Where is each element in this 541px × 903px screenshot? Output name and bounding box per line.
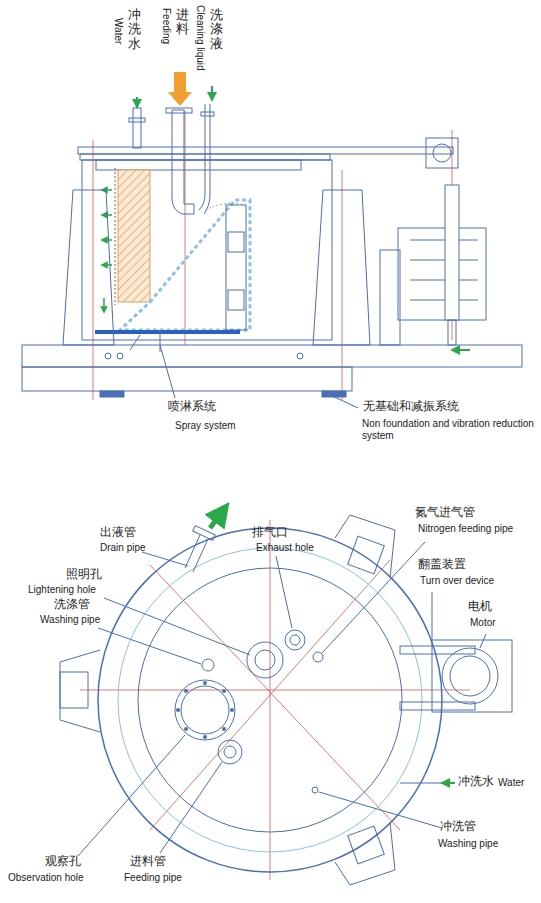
cjk-column: 进料: [176, 8, 189, 37]
part-label: Drain pipe: [100, 542, 146, 554]
part-label: Spray system: [175, 420, 236, 432]
part-label: Observation hole: [8, 872, 84, 884]
part-label: 电机: [468, 600, 492, 614]
part-label: Exhaust hole: [256, 542, 314, 554]
english-rotated: Water: [113, 18, 125, 44]
english-rotated: Cleaning liquid: [195, 5, 207, 71]
part-label: 观察孔: [45, 855, 81, 869]
part-label: 洗涤管: [54, 598, 90, 612]
part-label: 冲洗水: [458, 775, 494, 789]
part-label: Washing pipe: [438, 838, 498, 850]
part-label: 照明孔: [66, 568, 102, 582]
cjk-column: 冲洗水: [128, 8, 141, 51]
cjk-column: 洗涤液: [210, 8, 223, 51]
english-rotated: Feeding: [161, 8, 173, 44]
part-label: 进料管: [130, 855, 166, 869]
part-label: Nitrogen feeding pipe: [418, 523, 513, 535]
part-label: Washing pipe: [40, 614, 100, 626]
part-label: Non foundation and vibration reduction s…: [362, 418, 537, 441]
part-label: 氮气进气管: [415, 506, 475, 520]
part-label: 翻盖装置: [418, 558, 466, 572]
part-label: Water: [498, 777, 524, 789]
part-label: 冲洗管: [440, 820, 476, 834]
part-label: Turn over device: [420, 575, 494, 587]
part-label: Motor: [470, 617, 496, 629]
part-label: 出液管: [100, 526, 136, 540]
part-label: Feeding pipe: [124, 872, 182, 884]
part-label: 排气口: [252, 526, 288, 540]
part-label: 无基础和减振系统: [363, 400, 459, 414]
part-label: 喷淋系统: [168, 400, 216, 414]
part-label: Lightening hole: [28, 584, 96, 596]
